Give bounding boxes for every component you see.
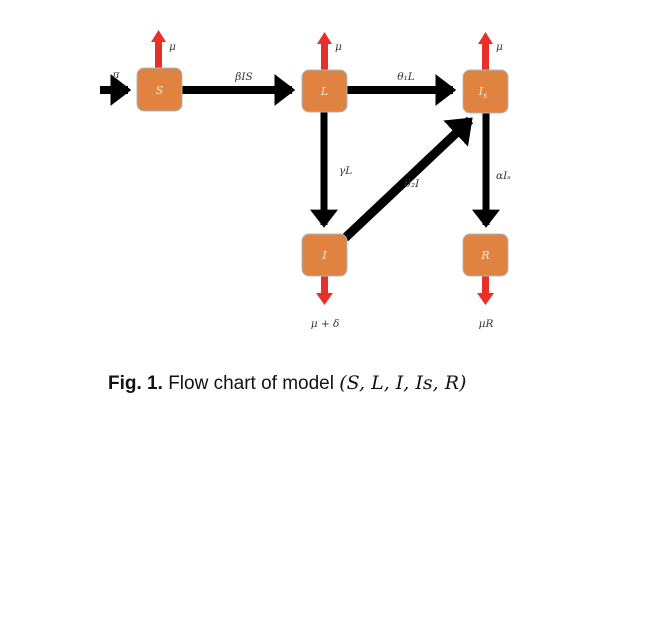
label-latent-to-symptomatic: θ₁L bbox=[397, 71, 415, 83]
label-L-death: μ bbox=[335, 41, 342, 53]
exit-arrow-S bbox=[151, 30, 166, 68]
caption-text: Flow chart of model bbox=[168, 373, 334, 394]
compartment-label: Is bbox=[478, 85, 487, 100]
compartment-R: R bbox=[462, 233, 509, 277]
exit-arrow-Is bbox=[478, 32, 493, 70]
label-infection: βIS bbox=[234, 71, 252, 83]
label-latent-to-infected: γL bbox=[339, 165, 352, 177]
compartment-L: L bbox=[301, 69, 348, 113]
label-R-death: μR bbox=[479, 318, 494, 330]
exit-arrows bbox=[151, 30, 494, 305]
flow-labels: π βIS θ₁L γL θ₂I αIₛ bbox=[112, 69, 512, 190]
label-S-death: μ bbox=[169, 41, 176, 53]
figure-number: Fig. 1. bbox=[108, 373, 163, 394]
compartment-label: S bbox=[156, 84, 164, 97]
compartment-I: I bbox=[301, 233, 348, 277]
compartment-box bbox=[301, 69, 348, 113]
compartment-label: I bbox=[321, 249, 327, 262]
exit-labels: μ μ μ μ + δ μR bbox=[169, 41, 503, 330]
label-Is-death: μ bbox=[496, 41, 503, 53]
figure-caption: Fig. 1. Flow chart of model (S, L, I, Is… bbox=[108, 372, 466, 395]
flow-arrows bbox=[100, 74, 500, 242]
compartment-box bbox=[462, 69, 509, 114]
compartment-box bbox=[136, 67, 183, 112]
exit-arrow-I bbox=[316, 276, 333, 305]
compartment-Is: Is bbox=[462, 69, 509, 114]
compartment-label: L bbox=[320, 85, 328, 98]
label-infected-to-symptomatic: θ₂I bbox=[405, 178, 421, 190]
label-I-death: μ + δ bbox=[311, 318, 340, 330]
compartment-box bbox=[462, 233, 509, 277]
exit-arrow-R bbox=[477, 276, 494, 305]
label-recovery: αIₛ bbox=[496, 170, 511, 182]
label-recruitment: π bbox=[112, 69, 121, 81]
flow-chart-diagram: S L Is I R π βIS θ₁L γL θ₂I αIₛ μ μ μ μ … bbox=[100, 30, 512, 330]
exit-arrow-L bbox=[317, 32, 332, 70]
caption-math: (S, L, I, Is, R) bbox=[339, 372, 467, 394]
compartment-label: R bbox=[480, 249, 489, 262]
compartment-box bbox=[301, 233, 348, 277]
compartment-S: S bbox=[136, 67, 183, 112]
arrow-infected-to-symptomatic bbox=[341, 116, 474, 242]
